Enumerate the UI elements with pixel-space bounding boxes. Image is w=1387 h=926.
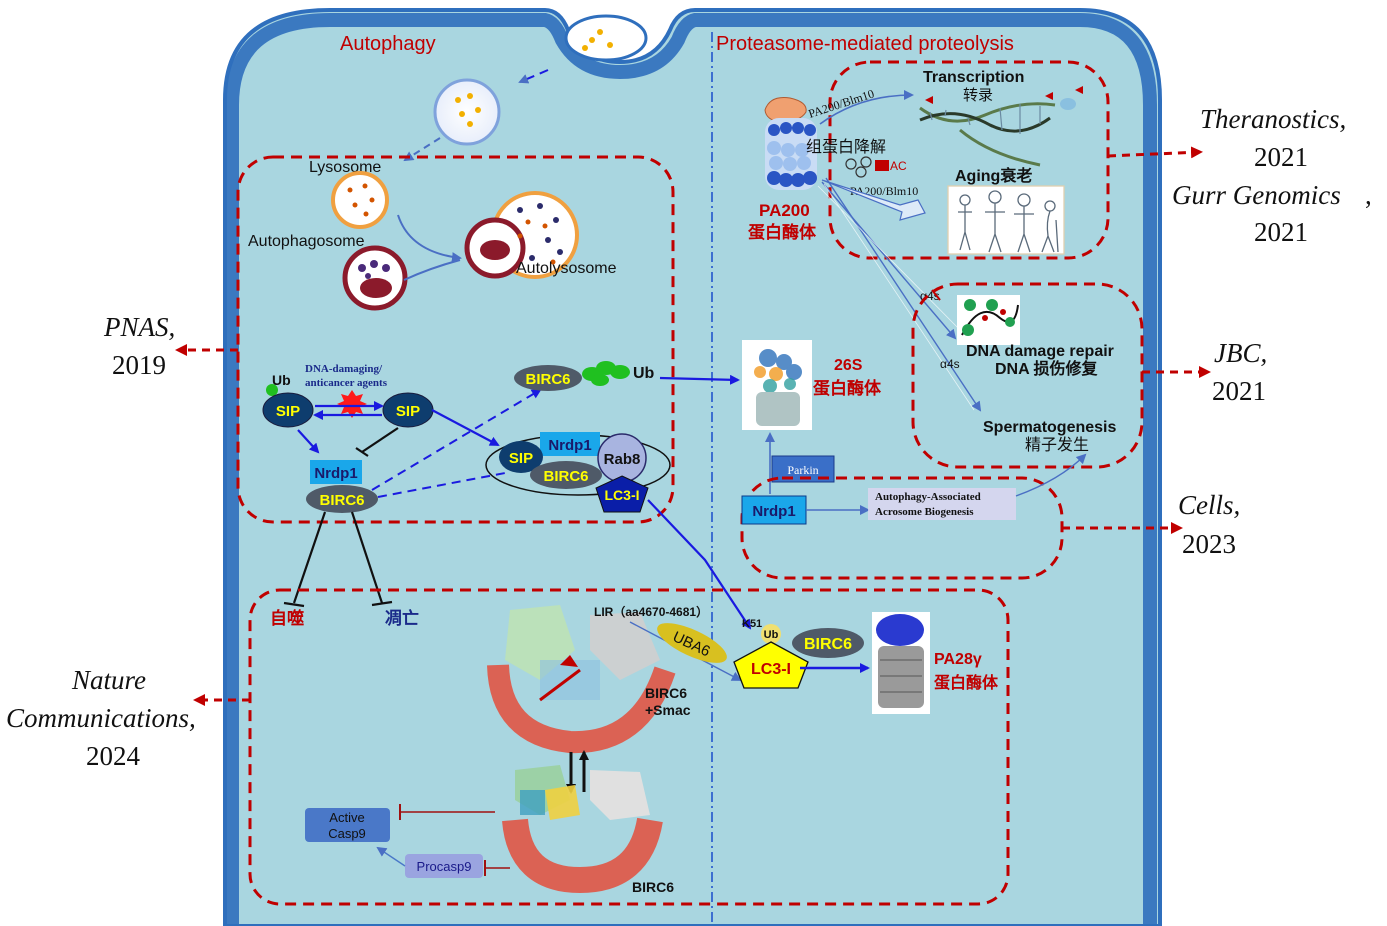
birc6-bottom-right-label: BIRC6 bbox=[804, 636, 852, 653]
nrdp1-birc6-left: Nrdp1 BIRC6 bbox=[306, 460, 378, 513]
birc6-smac-structure bbox=[487, 605, 676, 754]
citation-gurr-journal: Gurr Genomics bbox=[1172, 180, 1341, 210]
pa28-cn-label: 蛋白酶体 bbox=[934, 673, 999, 692]
citation-cells-journal: Cells, bbox=[1178, 490, 1240, 520]
autolysosome-label: Autolysosome bbox=[516, 260, 617, 277]
citation-nature-journal-1: Nature bbox=[71, 665, 146, 695]
autophagy-box bbox=[236, 155, 675, 524]
pa28-structure bbox=[872, 612, 930, 714]
ub-bottom-label: Ub bbox=[764, 629, 779, 641]
region-title-autophagy: Autophagy bbox=[340, 33, 436, 55]
ub-label-right: Ub bbox=[633, 365, 655, 382]
citation-gurr-year: 2021 bbox=[1254, 217, 1308, 247]
birc6-structure bbox=[502, 765, 663, 894]
citation-theranostics-journal: Theranostics, bbox=[1200, 104, 1346, 134]
lir-label: LIR（aa4670-4681） bbox=[594, 604, 708, 619]
sip-right-label: SIP bbox=[396, 403, 420, 420]
dna-agents-label-2: anticancer agents bbox=[305, 377, 388, 389]
lc3-complex-label: LC3-I bbox=[605, 487, 640, 503]
26s-cn-label: 蛋白酶体 bbox=[813, 378, 882, 398]
damage-burst-icon bbox=[337, 390, 367, 418]
nrdp1-left-label: Nrdp1 bbox=[314, 465, 357, 482]
26s-proteasome-structure bbox=[742, 340, 812, 430]
dna-repair-label: DNA damage repair bbox=[966, 343, 1114, 360]
dna-repair-cn-label: DNA 损伤修复 bbox=[995, 359, 1099, 378]
nrdp1-right-label: Nrdp1 bbox=[752, 503, 795, 520]
pa200-proteasome-icon bbox=[764, 97, 817, 190]
lysosome bbox=[331, 171, 389, 229]
ub-icon-bottom bbox=[761, 624, 781, 644]
citation-cells-year: 2023 bbox=[1182, 529, 1236, 559]
26s-label: 26S bbox=[834, 357, 863, 374]
spermatogenesis-cn-label: 精子发生 bbox=[1025, 436, 1089, 454]
dna-damage-icon bbox=[957, 295, 1020, 345]
citation-pnas-journal: PNAS, bbox=[103, 312, 175, 342]
sip-complex-label: SIP bbox=[509, 450, 533, 467]
citation-gurr-comma: , bbox=[1365, 180, 1372, 210]
birc6-bottom-right: BIRC6 bbox=[792, 628, 864, 658]
histone-icon bbox=[845, 156, 889, 178]
spermatogenesis-label: Spermatogenesis bbox=[983, 419, 1116, 436]
birc6-left-label: BIRC6 bbox=[319, 492, 364, 509]
procasp9-box: Procasp9 bbox=[405, 854, 483, 878]
procasp9-label: Procasp9 bbox=[417, 859, 472, 874]
birc6-structure-box bbox=[248, 588, 1010, 906]
citation-jbc-journal: JBC, bbox=[1214, 338, 1267, 368]
active-casp9-label-2: Casp9 bbox=[328, 826, 366, 841]
endosome-vesicle bbox=[433, 78, 501, 146]
dna-repair-box bbox=[911, 282, 1144, 469]
citation-nature-year: 2024 bbox=[86, 741, 141, 771]
sip-left: SIP bbox=[262, 392, 314, 428]
transcription-label: Transcription bbox=[923, 69, 1024, 86]
aging-people-icon bbox=[947, 185, 1065, 255]
birc6-ub-label: BIRC6 bbox=[525, 371, 570, 388]
acrosome-label-1: Autophagy-Associated bbox=[875, 491, 981, 503]
birc6-smac-label-1: BIRC6 bbox=[645, 685, 687, 701]
parkin-label: Parkin bbox=[787, 463, 818, 477]
birc6-bottom-label: BIRC6 bbox=[632, 879, 674, 895]
birc6-complex-label: BIRC6 bbox=[543, 468, 588, 485]
sip-left-label: SIP bbox=[276, 403, 300, 420]
dna-agents-label-1: DNA-damaging/ bbox=[305, 363, 383, 375]
ub-label-left: Ub bbox=[272, 372, 291, 388]
alpha4s-label-bottom: α4s bbox=[940, 357, 960, 371]
ub-icon-left bbox=[266, 384, 278, 396]
birc6-ub-complex: BIRC6 Ub bbox=[514, 361, 655, 391]
citation-theranostics-year: 2021 bbox=[1254, 142, 1308, 172]
lc3-bottom: LC3-I bbox=[733, 641, 809, 689]
pa28-label: PA28γ bbox=[934, 651, 982, 668]
pa200-cn-label: 蛋白酶体 bbox=[748, 222, 817, 242]
apoptosis-cn-label: 凋亡 bbox=[385, 608, 419, 628]
citation-nature-journal-2: Communications, bbox=[6, 703, 196, 733]
sip-right: SIP bbox=[382, 392, 434, 428]
protein-degradation-cn: 组蛋白降解 bbox=[806, 138, 886, 156]
citation-jbc-year: 2021 bbox=[1212, 376, 1266, 406]
autophagosome-label: Autophagosome bbox=[248, 233, 365, 250]
pa200-label: PA200 bbox=[759, 201, 810, 220]
active-casp9-label-1: Active bbox=[329, 810, 364, 825]
active-casp9-box: Active Casp9 bbox=[305, 808, 390, 842]
autophagy-cn-label: 自噬 bbox=[270, 608, 304, 628]
birc6-smac-label-2: +Smac bbox=[645, 702, 691, 718]
citation-pnas-year: 2019 bbox=[112, 350, 166, 380]
transcription-cn-label: 转录 bbox=[963, 87, 993, 104]
dna-helix-icon bbox=[919, 86, 1083, 167]
vesicle-top bbox=[582, 29, 613, 51]
autophagosome bbox=[342, 245, 408, 311]
region-title-proteasome: Proteasome-mediated proteolysis bbox=[716, 33, 1014, 55]
lc3-bottom-label: LC3-I bbox=[751, 661, 791, 678]
nrdp1-complex-label: Nrdp1 bbox=[548, 437, 591, 454]
nrdp1-right-box: Nrdp1 bbox=[741, 495, 807, 525]
acrosome-label-2: Acrosome Biogenesis bbox=[875, 506, 974, 518]
ac-label: AC bbox=[890, 159, 907, 173]
rab8-label: Rab8 bbox=[604, 451, 641, 468]
sip-nrdp1-birc6-rab8-complex: Nrdp1 SIP BIRC6 Rab8 LC3-I bbox=[485, 432, 671, 513]
k51-label: K51 bbox=[742, 618, 762, 630]
transcription-aging-box bbox=[828, 60, 1110, 260]
aging-label: Aging衰老 bbox=[955, 166, 1032, 185]
